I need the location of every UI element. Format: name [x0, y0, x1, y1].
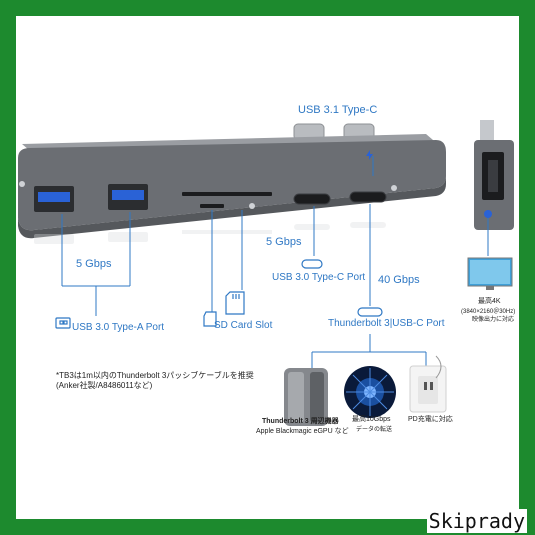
pd-charger-image — [409, 355, 447, 413]
sd-slot — [182, 192, 272, 196]
microsd-icon — [203, 311, 217, 327]
hdmi-sub1: (3840×2160＠30Hz) — [461, 309, 516, 315]
gbps-label-right: 40 Gbps — [378, 274, 420, 286]
usb30c-label: USB 3.0 Type-C Port — [272, 272, 366, 283]
note-line-2: (Anker社製/A8486011など) — [56, 381, 153, 390]
egpu-image — [284, 368, 328, 426]
hdmi-sub2: 映像出力に対応 — [472, 317, 515, 323]
usb-a-port-1 — [34, 186, 74, 212]
usb30a-label: USB 3.0 Type-A Port — [72, 322, 165, 333]
microsd-slot — [200, 204, 224, 208]
hdmi-side-view — [474, 120, 514, 230]
speed-title: 最高10Gbps — [352, 416, 391, 423]
usb-a-port-2 — [108, 184, 148, 210]
usb-c-port — [293, 193, 331, 205]
usb-c-icon — [301, 259, 323, 269]
data-transfer-image — [344, 366, 396, 418]
thunderbolt-icon — [357, 307, 383, 317]
product-image-canvas: USB 3.1 Type-C 5 Gbps 5 Gbps 40 Gbps USB… — [16, 16, 519, 519]
sd-card-icon — [225, 291, 245, 315]
gbps-label-mid: 5 Gbps — [266, 236, 302, 248]
thunderbolt-port — [349, 191, 387, 203]
hub-illustration — [18, 120, 514, 426]
usb31-label: USB 3.1 Type-C — [298, 104, 378, 116]
egpu-title: Thunderbolt 3 周辺機器 — [262, 418, 339, 425]
pd-label: PD充電に対応 — [408, 416, 453, 423]
egpu-sub: Apple Blackmagic eGPU など — [256, 428, 349, 435]
monitor-icon — [467, 257, 513, 290]
hdmi-title: 最高4K — [478, 298, 501, 305]
tb3-label: Thunderbolt 3|USB-C Port — [328, 318, 445, 329]
sd-label: SD Card Slot — [214, 320, 273, 331]
watermark: Skiprady — [426, 509, 527, 533]
note-line-1: *TB3は1m以内のThunderbolt 3パッシブケーブルを推奨 — [56, 371, 254, 380]
gbps-label-left: 5 Gbps — [76, 258, 112, 270]
speed-sub: データの転送 — [356, 427, 393, 433]
callout-lines — [61, 204, 427, 368]
usb-a-icon — [55, 317, 71, 329]
